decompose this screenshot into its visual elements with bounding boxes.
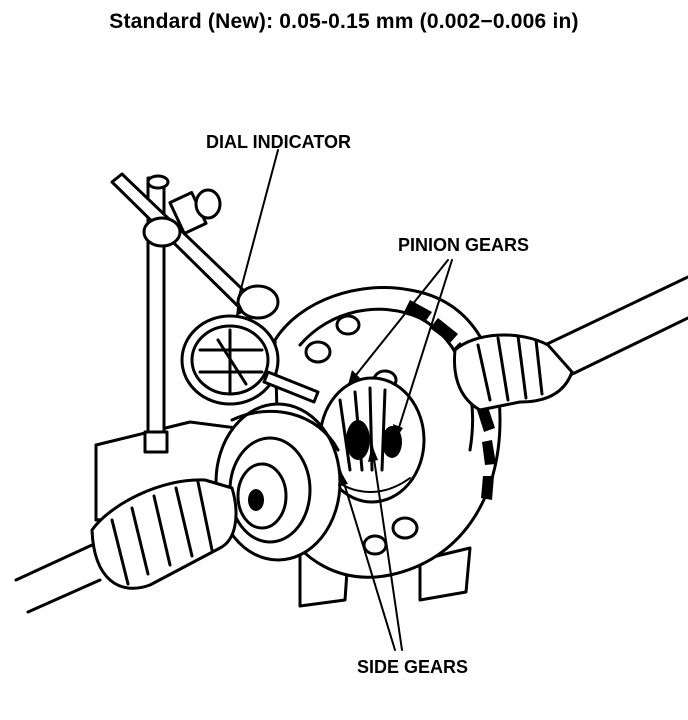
left-cv-boot (90, 478, 238, 590)
left-axle-shaft (14, 543, 102, 614)
right-cv-boot (452, 333, 574, 412)
label-dial-indicator: DIAL INDICATOR (206, 132, 352, 152)
indicator-stand (110, 172, 264, 454)
label-side-gears: SIDE GEARS (357, 657, 469, 677)
label-pinion-gears: PINION GEARS (398, 235, 530, 255)
leader-side-left (339, 469, 396, 651)
leader-pinion-left (347, 259, 449, 386)
leader-lines (236, 149, 453, 651)
right-axle-shaft (543, 275, 688, 382)
dial-indicator (180, 284, 320, 406)
spec-heading: Standard (New): 0.05-0.15 mm (0.002−0.00… (109, 10, 579, 33)
leader-dial-indicator (237, 149, 279, 301)
leader-pinion-right (394, 259, 453, 441)
axle-flange (214, 402, 342, 562)
leader-side-right (371, 444, 403, 651)
